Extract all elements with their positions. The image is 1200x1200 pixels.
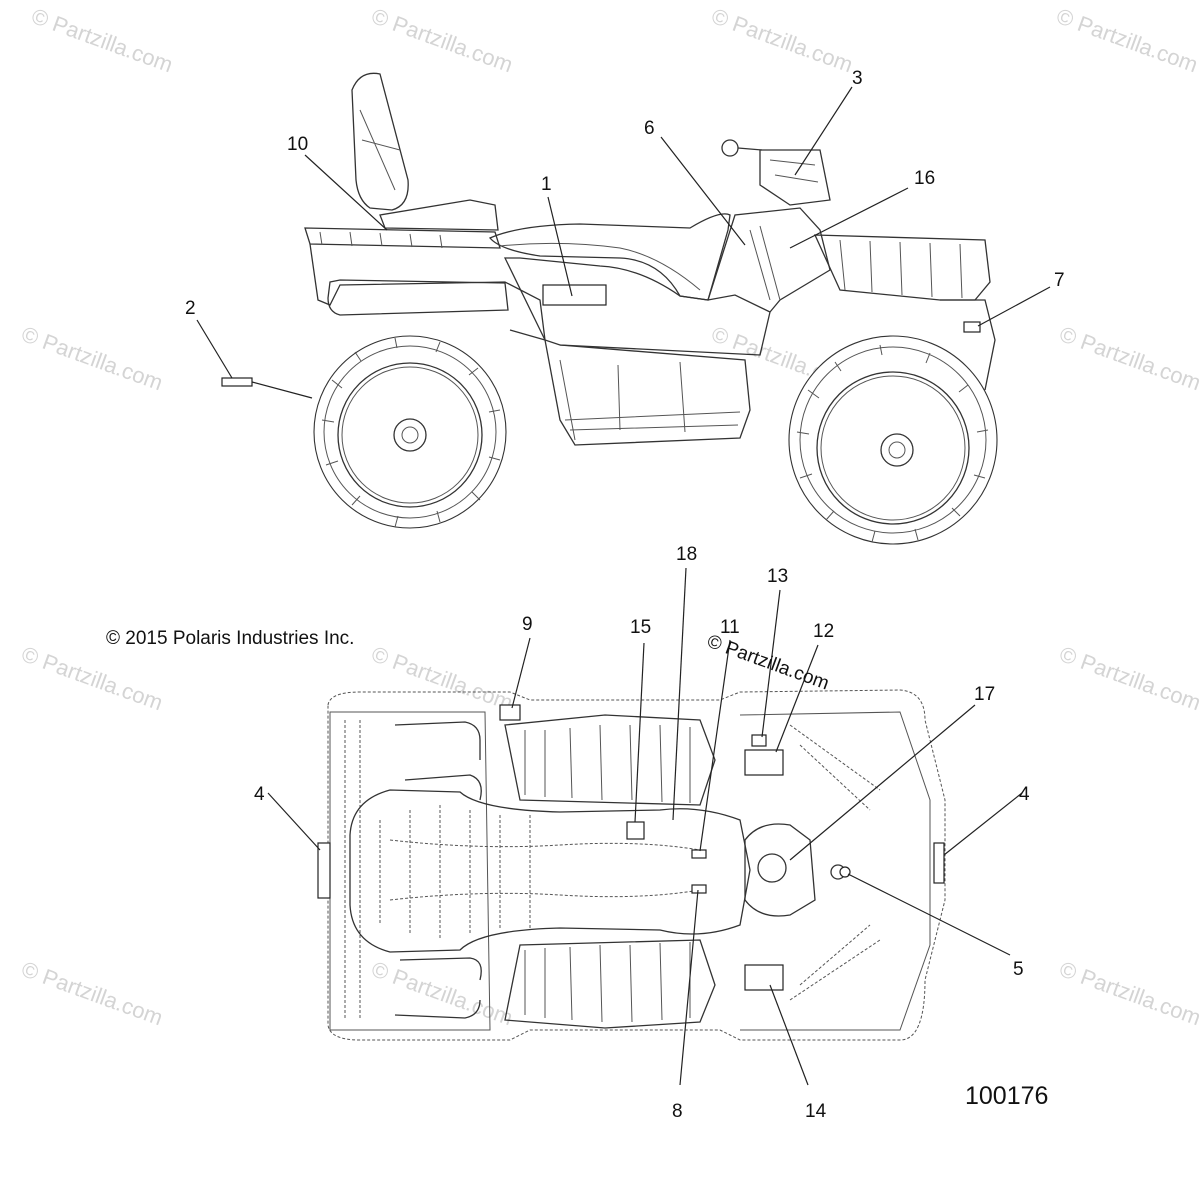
watermark: © Partzilla.com (18, 641, 166, 715)
watermark: © Partzilla.com (18, 956, 166, 1030)
watermarks: © Partzilla.com © Partzilla.com © Partzi… (18, 3, 1200, 1030)
callout-17: 17 (974, 684, 995, 705)
watermark: © Partzilla.com (708, 3, 856, 77)
decal-14 (744, 964, 784, 991)
watermark: © Partzilla.com (28, 3, 176, 77)
callout-9: 9 (522, 614, 533, 635)
callout-10: 10 (287, 134, 308, 155)
watermark: © Partzilla.com (1056, 956, 1200, 1030)
decal-15 (626, 821, 645, 840)
watermark: © Partzilla.com (1056, 321, 1200, 395)
copyright-notice: © 2015 Polaris Industries Inc. (106, 628, 354, 649)
decal-9 (499, 704, 521, 721)
decal-2 (221, 377, 253, 387)
callout-6: 6 (644, 118, 655, 139)
callout-18: 18 (676, 544, 697, 565)
watermark: © Partzilla.com (368, 641, 516, 715)
decal-4-rear (317, 842, 331, 899)
callout-8: 8 (672, 1101, 683, 1122)
rear-wheel (313, 335, 507, 529)
callout-4-front: 4 (1019, 784, 1030, 805)
callout-12: 12 (813, 621, 834, 642)
callout-4-rear: 4 (254, 784, 265, 805)
decal-7 (963, 321, 981, 333)
decal-1 (542, 284, 607, 306)
callout-numbers: 1 2 3 6 10 16 7 18 13 9 15 11 12 17 4 4 … (185, 68, 1065, 1122)
front-wheel (788, 335, 998, 545)
callout-14: 14 (805, 1101, 827, 1122)
decal-8 (691, 884, 707, 894)
diagram-part-number: 100176 (965, 1082, 1048, 1110)
watermark: © Partzilla.com (368, 956, 516, 1030)
watermark: © Partzilla.com (1056, 641, 1200, 715)
callout-1: 1 (541, 174, 552, 195)
watermark: © Partzilla.com (368, 3, 516, 77)
callout-7: 7 (1054, 270, 1065, 291)
watermark: © Partzilla.com (1053, 3, 1200, 77)
callout-16: 16 (914, 168, 935, 189)
atv-side-view (221, 72, 998, 545)
decal-5 (839, 866, 851, 878)
callout-5: 5 (1013, 959, 1024, 980)
callout-13: 13 (767, 566, 788, 587)
callout-15: 15 (630, 617, 651, 638)
atv-body (304, 72, 996, 446)
atv-top-view (317, 689, 946, 1041)
watermark: © Partzilla.com (18, 321, 166, 395)
decal-11 (691, 849, 707, 859)
decal-12 (744, 749, 784, 776)
leader-lines (196, 86, 1051, 1086)
callout-11: 11 (720, 617, 740, 638)
decal-13 (751, 734, 767, 747)
decal-4-front (933, 842, 945, 884)
callout-2: 2 (185, 298, 196, 319)
callout-3: 3 (852, 68, 863, 89)
